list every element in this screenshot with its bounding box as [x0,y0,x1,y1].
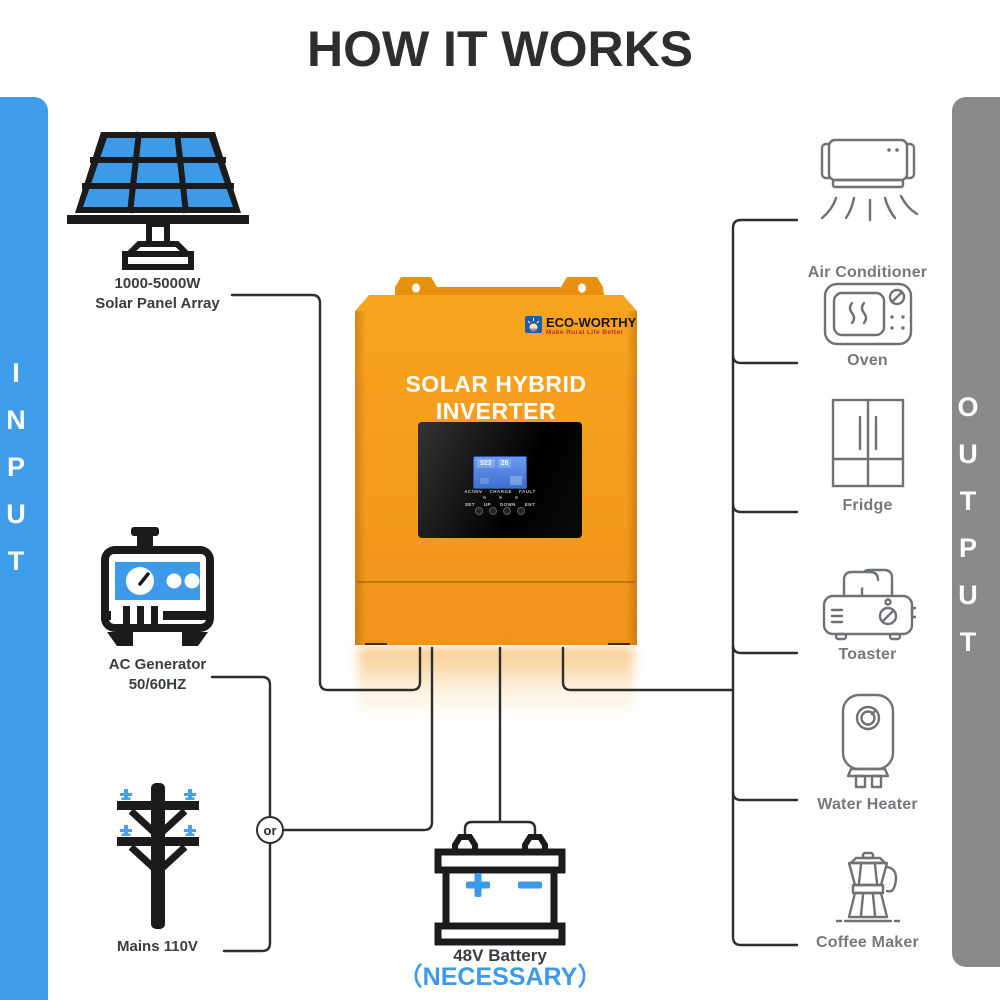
oven-icon [823,282,912,346]
ac-generator-icon [101,527,214,646]
input-side-bar [0,97,48,1000]
fridge-icon [831,398,904,488]
status-led-label: CHARGE [489,489,513,494]
lcd-value-right: 26 [497,459,512,468]
output-side-bar [952,97,1000,967]
battery-icon [434,820,566,946]
lcd-value-left: 523 [477,459,495,468]
fridge-label: Fridge [842,497,893,514]
coffee-maker-label: Coffee Maker [816,934,919,951]
inverter-display-panel: 523 26 AC/INV CHARGE FAULT S [418,422,582,538]
output-air-conditioner: Air Conditioner [780,130,955,282]
or-connector: or [256,816,284,844]
lcd-screen: 523 26 [473,456,527,489]
air-conditioner-label: Air Conditioner [807,264,928,281]
output-toaster: Toaster [780,566,955,664]
inverter-left-bevel [355,311,366,645]
solar-label-line1: 1000-5000W [114,275,201,292]
lcd-battery-glyph [510,476,522,485]
brand-logo: ECO-WORTHY Make Rural Life Better [525,316,636,336]
brand-sun-icon [525,316,542,333]
output-vertical-label: OUTPUT [953,392,983,674]
generator-label-line1: AC Generator [108,656,207,673]
brand-slogan: Make Rural Life Better [546,329,624,336]
inverter-reflection [358,647,634,737]
status-led-label: FAULT [519,489,536,494]
air-conditioner-icon [820,138,918,222]
water-heater-icon [841,693,894,789]
battery-label: 48V Battery [453,946,547,965]
product-name: SOLAR HYBRID INVERTER [405,371,587,424]
mains-power-pole-icon [116,783,199,929]
input-ac-generator: AC Generator 50/60HZ [55,527,260,695]
input-vertical-label: INPUT [1,358,31,593]
input-solar-panel: 1000-5000W Solar Panel Array [55,127,260,314]
inverter-body: ECO-WORTHY Make Rural Life Better SOLAR … [355,295,637,645]
mains-label: Mains 110V [117,938,198,955]
status-led [498,496,502,499]
inverter-foot-right [608,643,630,645]
button-label: ENT [524,502,536,507]
output-oven: Oven [780,281,955,370]
inverter-seam-line [357,581,635,583]
battery-minus-symbol [518,881,542,889]
down-button [503,507,511,515]
oven-label: Oven [847,352,888,369]
solar-panel-array-icon [66,131,249,270]
ent-button [517,507,525,515]
solar-hybrid-inverter: ECO-WORTHY Make Rural Life Better SOLAR … [355,277,637,645]
lcd-panel-glyph [480,478,489,484]
button-label: SET [464,502,475,507]
output-water-heater: Water Heater [780,692,955,814]
battery-plus-symbol [466,873,490,897]
water-heater-label: Water Heater [817,796,918,813]
page-title: HOW IT WORKS [306,21,694,77]
inverter-right-bevel [626,311,637,645]
toaster-label: Toaster [838,646,897,663]
up-button [489,507,497,515]
status-led-label: AC/INV [464,489,483,494]
output-fridge: Fridge [780,397,955,515]
battery-note: （NECESSARY） [397,963,603,991]
status-led [514,496,518,499]
coffee-maker-icon [835,851,900,923]
output-coffee-maker: Coffee Maker [780,851,955,952]
button-label: DOWN [499,502,516,507]
button-label: UP [483,502,491,507]
status-led [482,496,486,499]
solar-label-line2: Solar Panel Array [95,295,220,312]
generator-label-line2: 50/60HZ [128,676,187,693]
toaster-icon [822,568,916,641]
input-mains: Mains 110V [55,777,260,956]
brand-name: ECO-WORTHY [546,315,637,330]
set-button [475,507,483,515]
